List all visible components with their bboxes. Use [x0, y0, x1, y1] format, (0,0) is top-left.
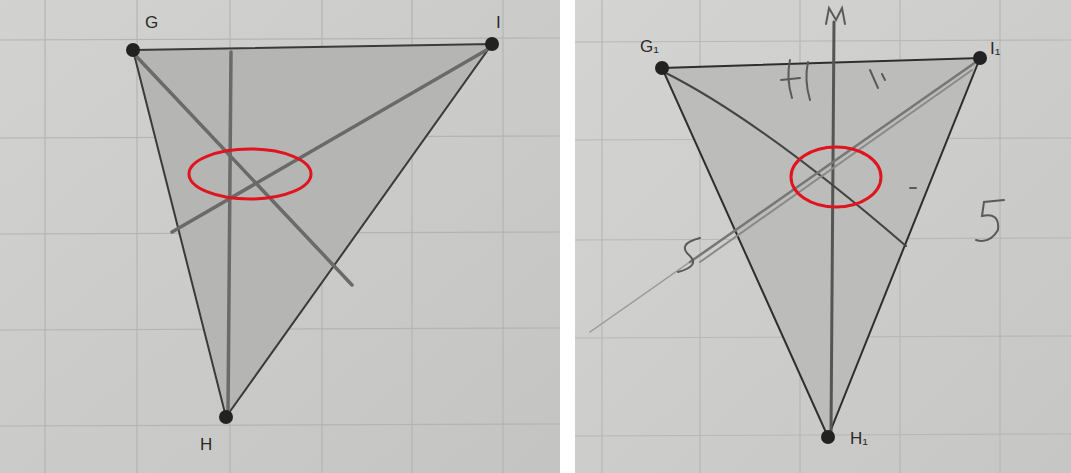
- vertex-dot: [821, 430, 835, 444]
- construction-lines: [590, 22, 976, 434]
- paper-ground: [575, 0, 1071, 473]
- vertex-label: H: [200, 436, 212, 453]
- handwritten-marks: [678, 8, 1004, 272]
- vertex-dot: [655, 61, 669, 75]
- vertex-label: I₁: [990, 40, 1000, 57]
- vertex-dot: [126, 43, 140, 57]
- vertex-label: G₁: [640, 38, 659, 55]
- panel-gap: [560, 0, 575, 473]
- vertex-dot: [485, 37, 499, 51]
- construction-lines: [136, 48, 490, 414]
- grid-lines: [575, 0, 1071, 473]
- highlight-ellipse: [791, 147, 881, 207]
- grid-lines: [0, 0, 560, 473]
- vertex-label: G: [145, 14, 158, 31]
- vertex-dot: [219, 410, 233, 424]
- vertex-label: H₁: [850, 430, 868, 447]
- vertex-label: I: [496, 14, 501, 31]
- triangle: [133, 44, 492, 417]
- vertex-dot: [973, 51, 987, 65]
- highlight-ellipse: [189, 149, 311, 199]
- paper-ground: [0, 0, 560, 473]
- triangle: [662, 58, 980, 437]
